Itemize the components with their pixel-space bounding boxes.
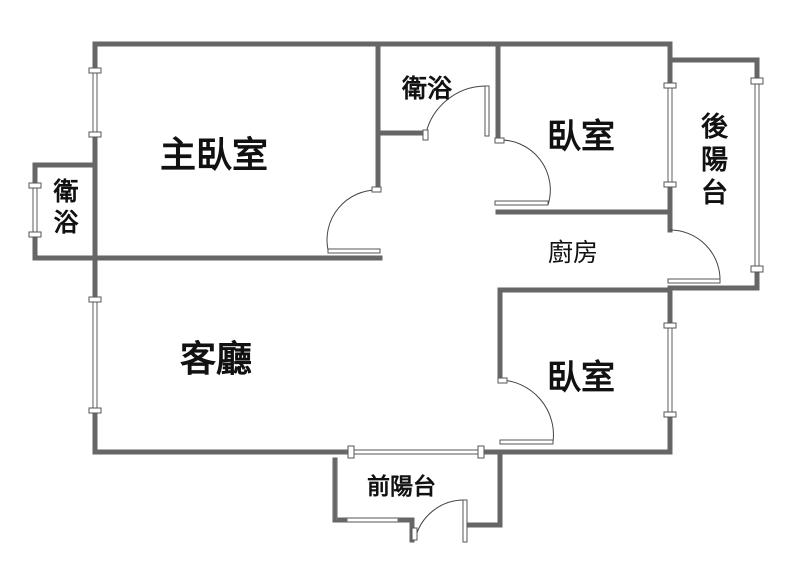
doors: [326, 85, 721, 543]
room-label-back-balcony: 後陽台: [696, 112, 727, 211]
room-label-bedroom-bottom: 臥室: [547, 358, 615, 398]
windows: [28, 67, 764, 523]
walls: [32, 41, 760, 543]
room-label-front-balcony: 前陽台: [367, 474, 436, 500]
room-label-kitchen: 廚房: [548, 238, 599, 267]
room-label-bath-left: 衛浴: [50, 178, 79, 240]
room-label-bath-top: 衛浴: [402, 74, 453, 103]
room-label-master-bedroom: 主臥室: [160, 135, 269, 176]
room-label-bedroom-top: 臥室: [547, 117, 615, 157]
room-label-living-room: 客廳: [180, 339, 253, 380]
